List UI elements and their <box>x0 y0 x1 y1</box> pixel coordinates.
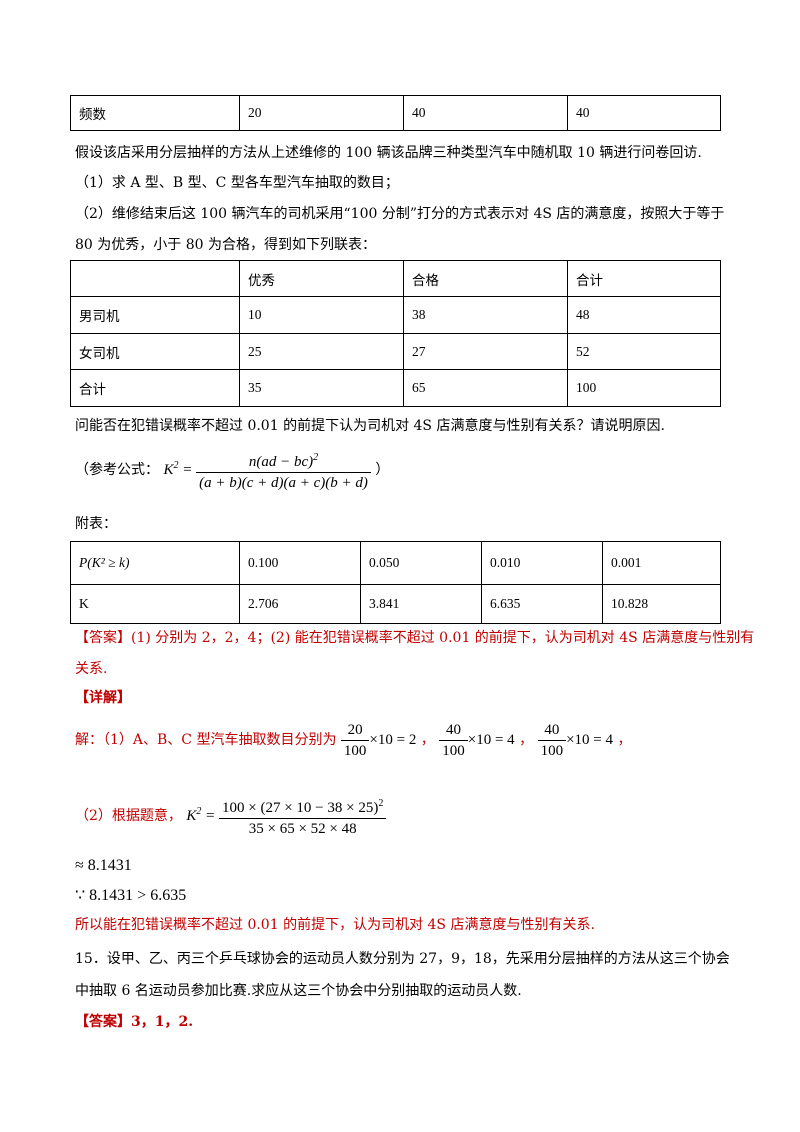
appendix-label: 附表： <box>75 516 117 532</box>
formula-suffix: ） <box>375 462 390 478</box>
table-row: K 2.706 3.841 6.635 10.828 <box>70 584 721 624</box>
formula-fraction: n(ad − bc)2 (a + b)(c + d)(a + c)(b + d) <box>196 449 371 492</box>
table-row: 合计 35 65 100 <box>70 369 721 407</box>
table-cell: 男司机 <box>70 296 240 334</box>
paragraph: 假设该店采用分层抽样的方法从上述维修的 100 辆该品牌三种类型汽车中随机取 1… <box>75 145 702 161</box>
solution-part-2: （2）根据题意， K2 = 100 × (27 × 10 − 38 × 25)2… <box>75 792 387 838</box>
answer-line: 【答案】(1) 分别为 2，2，4；(2) 能在犯错误概率不超过 0.01 的前… <box>75 630 755 646</box>
table-cell: 10.828 <box>602 584 721 624</box>
table-cell: 65 <box>403 369 568 407</box>
table-cell: 100 <box>567 369 721 407</box>
table-cell: 0.100 <box>239 541 361 585</box>
critical-value-table: P(K² ≥ k) 0.100 0.050 0.010 0.001 K 2.70… <box>70 541 721 624</box>
table-cell: 40 <box>567 95 721 131</box>
table-row: 优秀 合格 合计 <box>70 260 721 297</box>
table-cell: 频数 <box>70 95 240 131</box>
question-1: （1）求 A 型、B 型、C 型各车型汽车抽取的数目； <box>75 175 399 191</box>
formula-denominator: (a + b)(c + d)(a + c)(b + d) <box>199 474 368 491</box>
table-header-cell: K <box>70 584 240 624</box>
part2-prefix: （2）根据题意， <box>75 808 182 824</box>
table-row: 女司机 25 27 52 <box>70 333 721 370</box>
question-2-cont: 80 为优秀，小于 80 为合格，得到如下列联表： <box>75 237 376 253</box>
part2-fraction: 100 × (27 × 10 − 38 × 25)2 35 × 65 × 52 … <box>219 795 387 838</box>
table-header-cell: 优秀 <box>239 260 404 297</box>
table-cell: 27 <box>403 333 568 370</box>
answer-15: 【答案】3，1，2. <box>75 1014 194 1030</box>
table-row: 男司机 10 38 48 <box>70 296 721 334</box>
question-2: （2）维修结束后这 100 辆汽车的司机采用“100 分制”打分的方式表示对 4… <box>75 206 725 222</box>
question-15-cont: 中抽取 6 名运动员参加比赛.求应从这三个协会中分别抽取的运动员人数. <box>75 983 522 999</box>
table-header-cell: 合计 <box>567 260 721 297</box>
table-cell: 35 <box>239 369 404 407</box>
formula-num-exp: 2 <box>313 451 319 463</box>
table-header-cell: 合格 <box>403 260 568 297</box>
conclusion: 所以能在犯错误概率不超过 0.01 的前提下，认为司机对 4S 店满意度与性别有… <box>75 917 595 933</box>
table-cell: 女司机 <box>70 333 240 370</box>
table-cell: 3.841 <box>360 584 482 624</box>
table-cell: 40 <box>403 95 568 131</box>
formula-lhs-exp: 2 <box>173 460 179 471</box>
answer-line-cont: 关系. <box>75 661 108 677</box>
table-cell: 10 <box>239 296 404 334</box>
solution-prefix: 解：（1）A、B、C 型汽车抽取数目分别为 <box>75 732 337 748</box>
table-cell: 合计 <box>70 369 240 407</box>
contingency-table: 优秀 合格 合计 男司机 10 38 48 女司机 25 27 52 合计 35… <box>70 260 721 407</box>
detail-label: 【详解】 <box>75 690 131 706</box>
reference-formula: （参考公式： K2 = n(ad − bc)2 (a + b)(c + d)(a… <box>75 446 390 492</box>
table-cell: 0.050 <box>360 541 482 585</box>
table-cell: 48 <box>567 296 721 334</box>
table-cell: 38 <box>403 296 568 334</box>
approx-value: ≈ 8.1431 <box>75 857 132 874</box>
table-cell: 2.706 <box>239 584 361 624</box>
formula-prefix: （参考公式： <box>75 462 159 478</box>
table-row: 频数 20 40 40 <box>70 95 721 131</box>
table-cell: 52 <box>567 333 721 370</box>
comparison: ∵ 8.1431 > 6.635 <box>75 887 187 904</box>
table-header-cell: P(K² ≥ k) <box>70 541 240 585</box>
table-header-cell <box>70 260 240 297</box>
question-text: 问能否在犯错误概率不超过 0.01 的前提下认为司机对 4S 店满意度与性别有关… <box>75 418 665 434</box>
table-cell: 0.001 <box>602 541 721 585</box>
table-cell: 20 <box>239 95 404 131</box>
table-cell: 6.635 <box>481 584 603 624</box>
formula-lhs: K <box>163 462 174 478</box>
question-15: 15．设甲、乙、丙三个乒乓球协会的运动员人数分别为 27，9，18，先采用分层抽… <box>75 951 730 967</box>
table-cell: 0.010 <box>481 541 603 585</box>
table-row: P(K² ≥ k) 0.100 0.050 0.010 0.001 <box>70 541 721 585</box>
frequency-table: 频数 20 40 40 <box>70 95 721 131</box>
formula-numerator: n(ad − bc) <box>248 453 314 470</box>
table-cell: 25 <box>239 333 404 370</box>
